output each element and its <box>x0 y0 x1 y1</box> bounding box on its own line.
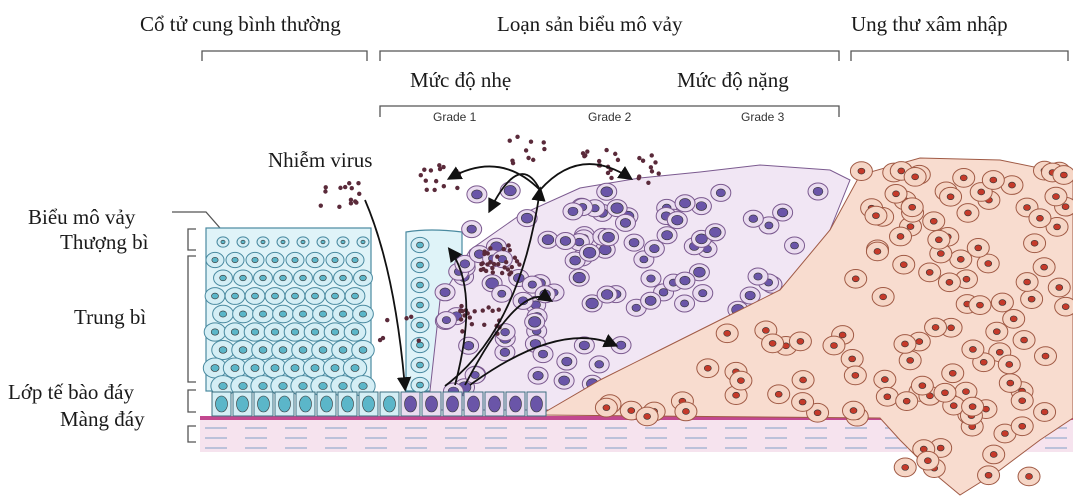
header-brackets <box>202 51 1068 117</box>
normal-epithelium <box>203 228 375 396</box>
basal-cell-row <box>212 392 546 416</box>
